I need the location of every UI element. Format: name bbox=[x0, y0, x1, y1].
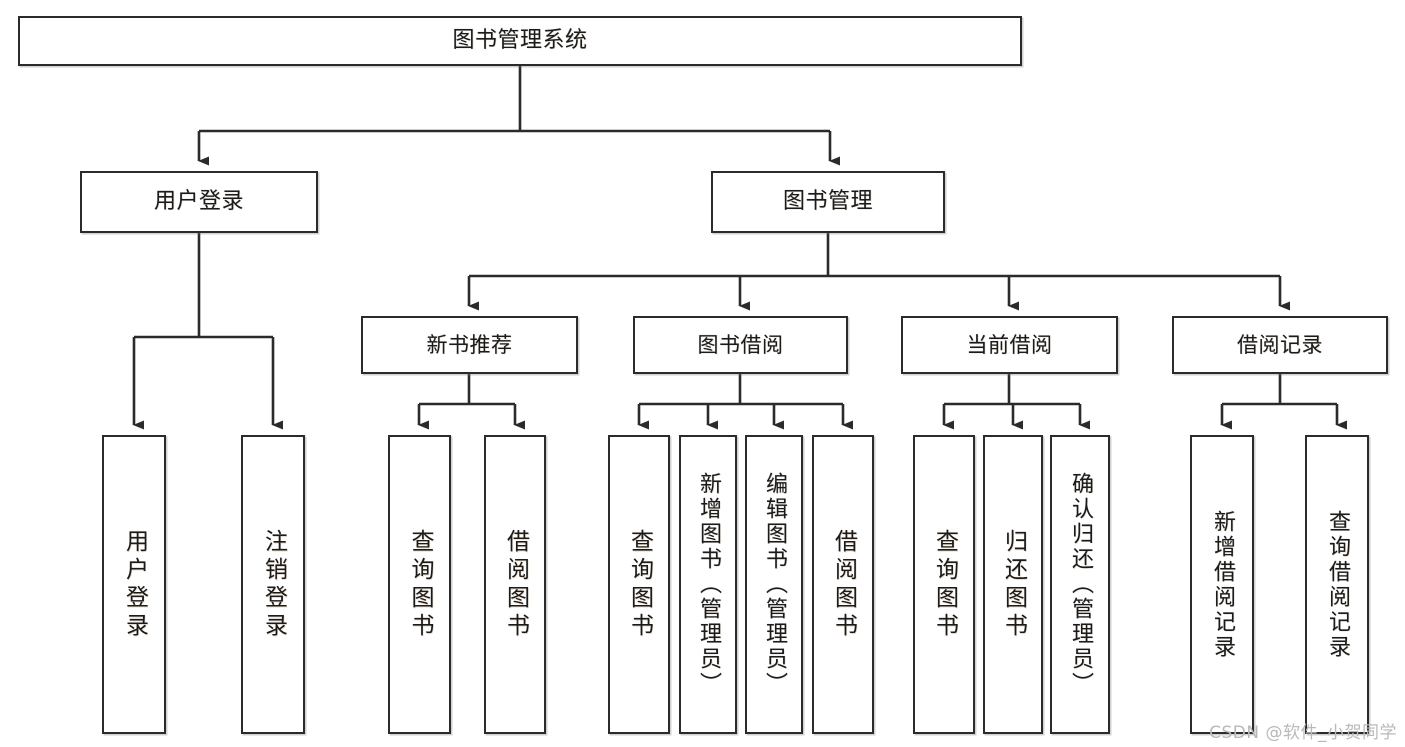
leaf-add-borrow-record-label: 新增借阅记录 bbox=[1210, 509, 1235, 660]
leaf-query-book-current[interactable]: 查询图书 bbox=[913, 435, 975, 734]
node-root-label: 图书管理系统 bbox=[452, 28, 588, 54]
node-new-book-recommend-label: 新书推荐 bbox=[426, 332, 513, 357]
node-root[interactable]: 图书管理系统 bbox=[18, 16, 1022, 66]
leaf-user-logout-label: 注销登录 bbox=[260, 528, 287, 641]
leaf-add-borrow-record[interactable]: 新增借阅记录 bbox=[1190, 435, 1254, 734]
leaf-add-book[interactable]: 新增图书（管理员） bbox=[679, 435, 737, 734]
node-borrow-record[interactable]: 借阅记录 bbox=[1172, 316, 1388, 374]
leaf-query-borrow-record[interactable]: 查询借阅记录 bbox=[1305, 435, 1369, 734]
leaf-query-book-borrow[interactable]: 查询图书 bbox=[608, 435, 670, 734]
leaf-query-book-recommend-label: 查询图书 bbox=[407, 528, 433, 641]
node-book-borrow-label: 图书借阅 bbox=[697, 332, 784, 357]
leaf-borrow-book-label: 借阅图书 bbox=[830, 528, 857, 641]
node-borrow-record-label: 借阅记录 bbox=[1237, 332, 1323, 357]
leaf-edit-book-label: 编辑图书（管理员） bbox=[762, 472, 787, 697]
leaf-borrow-book[interactable]: 借阅图书 bbox=[812, 435, 874, 734]
leaf-query-borrow-record-label: 查询借阅记录 bbox=[1325, 509, 1350, 660]
node-book-manage[interactable]: 图书管理 bbox=[711, 171, 945, 233]
leaf-borrow-book-recommend[interactable]: 借阅图书 bbox=[484, 435, 546, 734]
leaf-query-book-borrow-label: 查询图书 bbox=[626, 528, 653, 641]
leaf-add-book-label: 新增图书（管理员） bbox=[696, 472, 721, 697]
node-current-borrow-label: 当前借阅 bbox=[966, 332, 1053, 357]
node-user-login[interactable]: 用户登录 bbox=[80, 171, 318, 233]
node-new-book-recommend[interactable]: 新书推荐 bbox=[361, 316, 578, 374]
leaf-return-book[interactable]: 归还图书 bbox=[983, 435, 1043, 734]
node-book-borrow[interactable]: 图书借阅 bbox=[633, 316, 848, 374]
leaf-user-logout[interactable]: 注销登录 bbox=[241, 435, 305, 734]
leaf-user-login-label: 用户登录 bbox=[121, 528, 148, 641]
leaf-confirm-return[interactable]: 确认归还（管理员） bbox=[1050, 435, 1110, 734]
node-user-login-label: 用户登录 bbox=[153, 189, 244, 215]
leaf-query-book-recommend[interactable]: 查询图书 bbox=[388, 435, 451, 734]
node-current-borrow[interactable]: 当前借阅 bbox=[901, 316, 1118, 374]
leaf-query-book-current-label: 查询图书 bbox=[931, 528, 958, 641]
leaf-borrow-book-recommend-label: 借阅图书 bbox=[502, 528, 529, 641]
leaf-confirm-return-label: 确认归还（管理员） bbox=[1068, 472, 1093, 697]
node-book-manage-label: 图书管理 bbox=[782, 189, 873, 215]
leaf-edit-book[interactable]: 编辑图书（管理员） bbox=[745, 435, 803, 734]
leaf-user-login[interactable]: 用户登录 bbox=[102, 435, 166, 734]
leaf-return-book-label: 归还图书 bbox=[1000, 528, 1027, 641]
